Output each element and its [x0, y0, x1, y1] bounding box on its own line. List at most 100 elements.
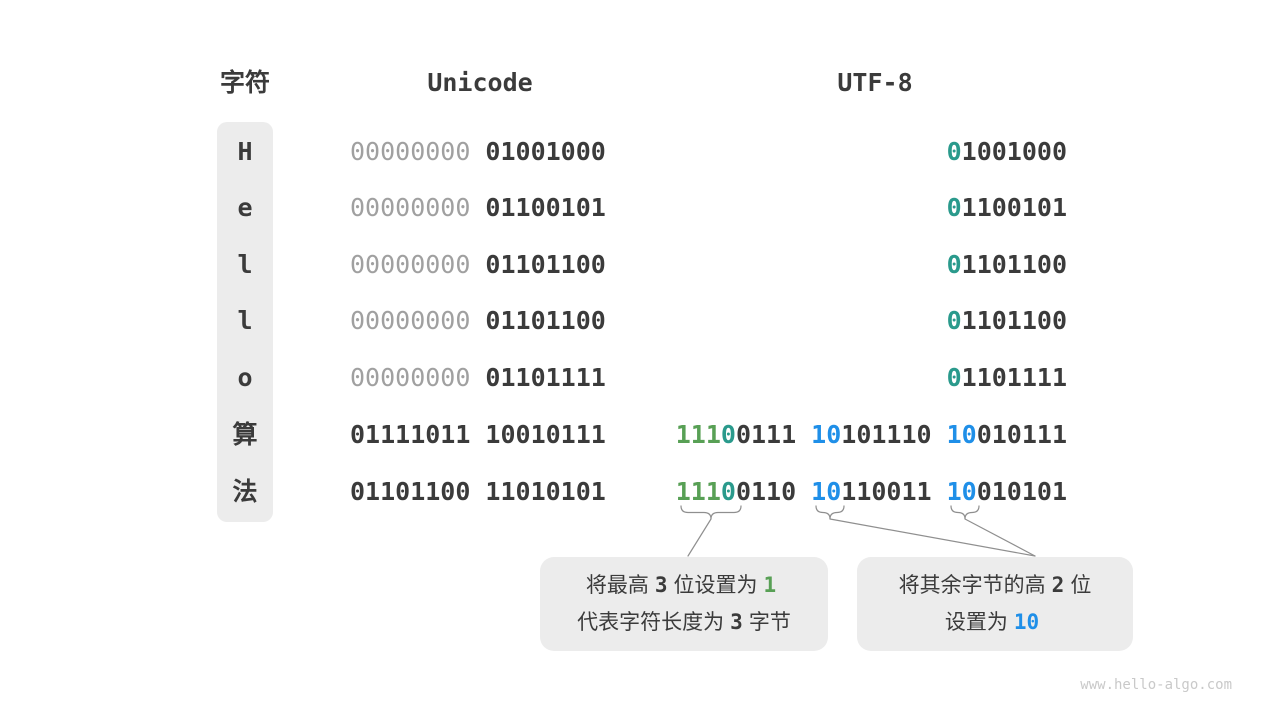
column-header-character: 字符 [219, 69, 270, 97]
callout-text-segment: 位设置为 [673, 574, 758, 597]
unicode-value: 00000000 01100101 [350, 193, 606, 223]
char-cell: H [237, 137, 253, 166]
utf8-value: 01101111 [947, 363, 1067, 393]
byte-group: 00000000 [350, 250, 470, 280]
callout-text-segment: 位 [1070, 574, 1092, 597]
byte-group: 00000000 [350, 193, 470, 223]
utf8-value: 01101100 [947, 306, 1067, 336]
char-cell: l [237, 250, 253, 279]
bit-segment: 00000000 [350, 363, 471, 392]
byte-group: 10010101 [947, 477, 1067, 507]
bit-segment: 010111 [976, 420, 1067, 449]
underbrace-continuation-byte2 [815, 505, 845, 520]
callout-text-segment: 代表字符长度为 [577, 611, 725, 634]
bit-segment: 101110 [841, 420, 932, 449]
bit-segment: 10 [811, 420, 842, 449]
callout-text-segment: 10 [1013, 610, 1040, 634]
bit-segment: 01101100 [350, 477, 471, 506]
unicode-value: 00000000 01101100 [350, 250, 606, 280]
leader-line-right [964, 518, 1036, 557]
byte-group: 10101110 [811, 420, 931, 450]
unicode-value: 00000000 01101111 [350, 363, 606, 393]
bit-segment: 0 [946, 306, 962, 335]
underbrace-continuation-byte3 [950, 505, 980, 520]
byte-group: 00000000 [350, 306, 470, 336]
char-cell: 法 [232, 477, 258, 506]
bit-segment: 01001000 [485, 137, 606, 166]
leader-line-left [687, 518, 712, 557]
watermark: www.hello-algo.com [1080, 677, 1232, 693]
bit-segment: 01101111 [485, 363, 606, 392]
utf8-value: 01001000 [947, 137, 1067, 167]
bit-segment: 00000000 [350, 306, 471, 335]
bit-segment: 00000000 [350, 193, 471, 222]
callout-text-segment: 1 [763, 573, 777, 597]
column-header-unicode: Unicode [427, 68, 533, 97]
bit-segment: 01100101 [485, 193, 606, 222]
bit-segment: 00000000 [350, 250, 471, 279]
bit-segment: 01111011 [350, 420, 471, 449]
char-column-background [217, 122, 273, 522]
bit-segment: 1101111 [961, 363, 1067, 392]
bit-segment: 10 [946, 420, 977, 449]
bit-segment: 00000000 [350, 137, 471, 166]
char-cell: e [237, 193, 253, 222]
byte-group: 01001000 [485, 137, 605, 167]
callout-text-segment: 字节 [748, 611, 791, 634]
byte-group: 01101100 [947, 306, 1067, 336]
bit-segment: 0111 [735, 420, 797, 449]
byte-group: 01111011 [350, 420, 470, 450]
char-cell: l [237, 306, 253, 335]
bit-segment: 10 [811, 477, 842, 506]
bit-segment: 0 [720, 420, 736, 449]
bit-segment: 10 [946, 477, 977, 506]
unicode-value: 00000000 01001000 [350, 137, 606, 167]
bit-segment: 1101100 [961, 306, 1067, 335]
bit-segment: 1100101 [961, 193, 1067, 222]
bit-segment: 010101 [976, 477, 1067, 506]
bit-segment: 110011 [841, 477, 932, 506]
callout-text-segment: 3 [654, 573, 668, 597]
bit-segment: 1001000 [961, 137, 1067, 166]
bit-segment: 0 [946, 363, 962, 392]
byte-group: 10010111 [947, 420, 1067, 450]
bit-segment: 0110 [735, 477, 797, 506]
byte-group: 01100101 [485, 193, 605, 223]
column-header-utf8: UTF-8 [837, 68, 913, 97]
callout-text-segment: 将其余字节的高 [898, 574, 1046, 597]
bit-segment: 0 [946, 250, 962, 279]
byte-group: 00000000 [350, 137, 470, 167]
underbrace-utf8-prefix [680, 505, 742, 520]
byte-group: 01101100 [350, 477, 470, 507]
bit-segment: 0 [946, 193, 962, 222]
bit-segment: 111 [675, 420, 721, 449]
byte-group: 01101100 [947, 250, 1067, 280]
bit-segment: 0 [946, 137, 962, 166]
leader-line-middle [829, 518, 1036, 557]
bit-segment: 111 [675, 477, 721, 506]
callout-text-segment: 2 [1051, 573, 1065, 597]
bit-segment: 1101100 [961, 250, 1067, 279]
byte-group: 01001000 [947, 137, 1067, 167]
char-cell: 算 [232, 420, 258, 449]
bit-segment: 01101100 [485, 250, 606, 279]
char-cell: o [237, 363, 253, 392]
byte-group: 00000000 [350, 363, 470, 393]
byte-group: 10010111 [485, 420, 605, 450]
callout-text-segment: 3 [730, 610, 743, 634]
bit-segment: 10010111 [485, 420, 606, 449]
